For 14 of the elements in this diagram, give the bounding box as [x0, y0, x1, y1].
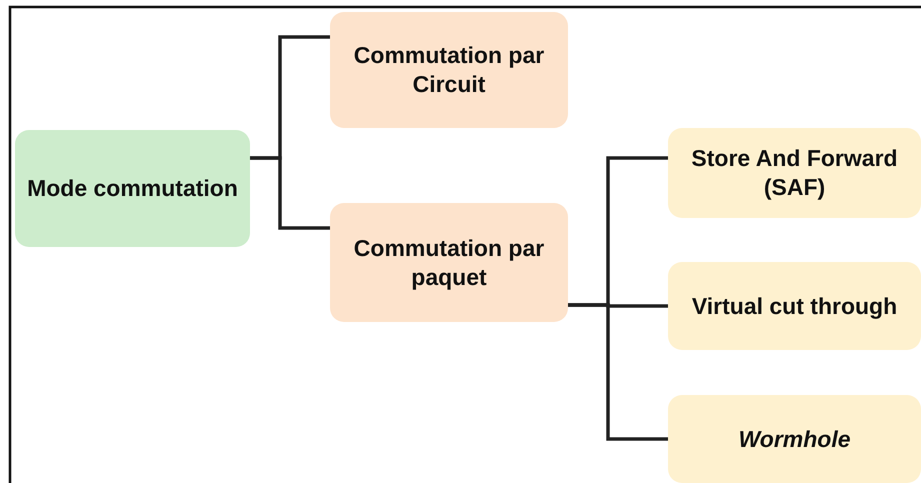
topic-box: [668, 262, 921, 350]
topic-box: [15, 130, 250, 247]
topic-box: [668, 395, 921, 483]
topic-box: [330, 12, 568, 128]
connector-line: [568, 303, 668, 441]
box-label: Wormhole: [737, 424, 852, 454]
topic-box: [330, 203, 568, 322]
box-label: Store And Forward (SAF): [690, 144, 899, 202]
box-label: Commutation par paquet: [352, 234, 546, 292]
box-label: Commutation par Circuit: [352, 41, 546, 99]
box-label: Virtual cut through: [690, 292, 898, 320]
connector-line: [250, 156, 330, 230]
topic-box: [668, 128, 921, 218]
box-label: Mode commutation: [26, 174, 239, 203]
